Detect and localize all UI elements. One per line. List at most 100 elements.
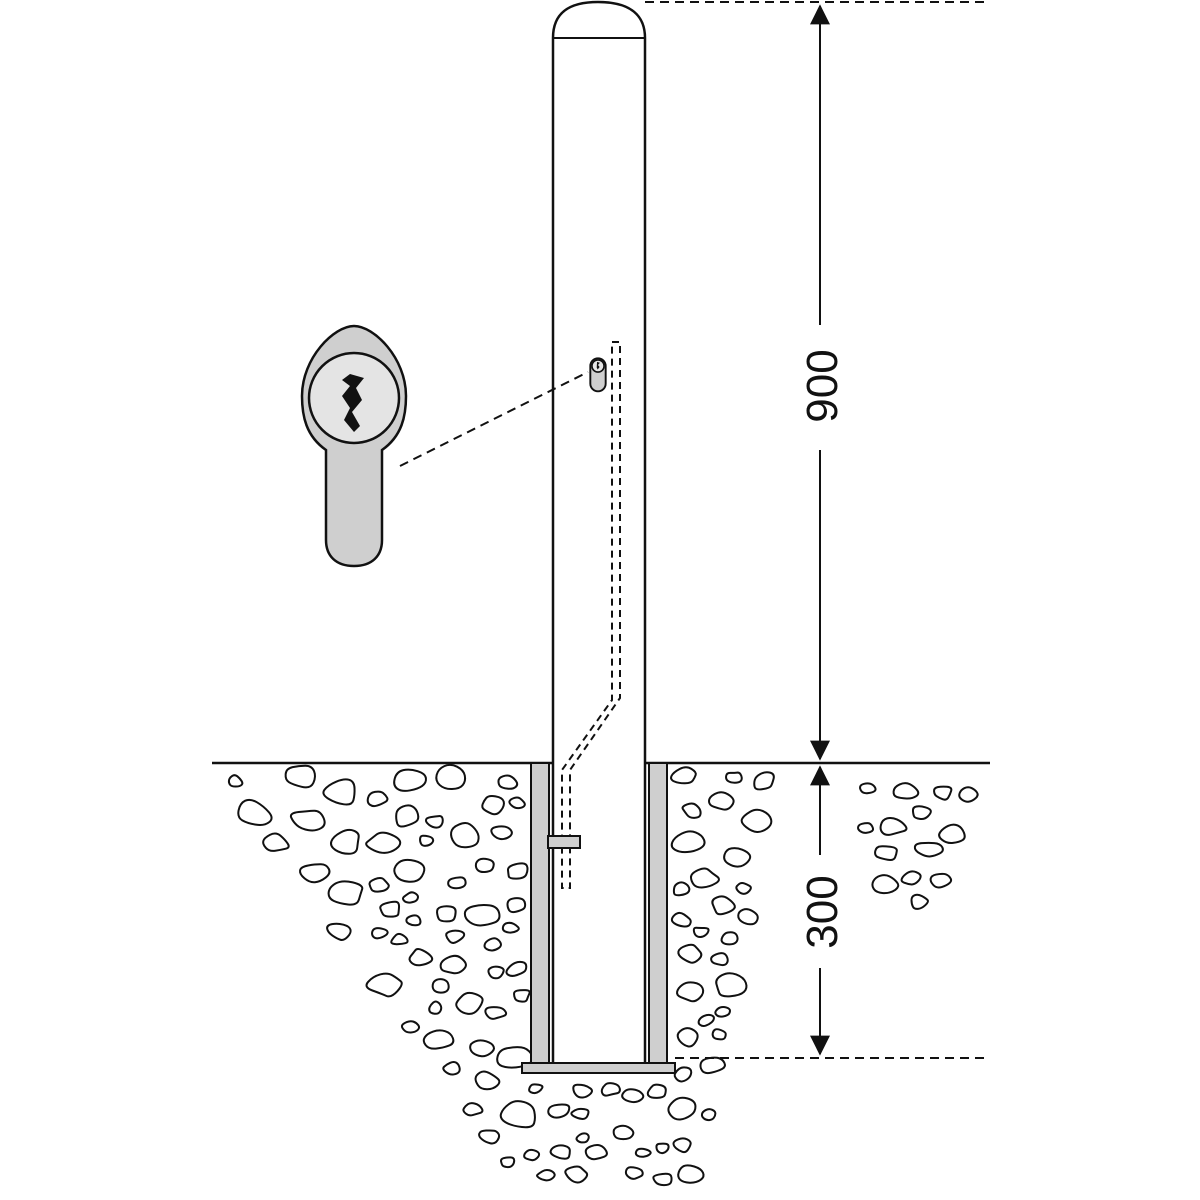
gravel-stone	[725, 771, 743, 784]
gravel-stone	[368, 876, 390, 893]
gravel-stone	[390, 932, 409, 946]
gravel-stone	[737, 908, 759, 926]
bollard-post	[551, 0, 647, 1062]
gravel-stone	[469, 1039, 495, 1058]
gravel-stone	[547, 1103, 571, 1119]
gravel-stone	[442, 1060, 461, 1076]
gravel-stone	[322, 778, 356, 806]
gravel-stone	[564, 1165, 589, 1184]
gravel-stone	[365, 972, 403, 998]
gravel-stone	[672, 1137, 692, 1154]
lock-small-icon	[589, 357, 607, 393]
gravel-stone	[462, 1102, 484, 1117]
gravel-stone	[673, 1066, 693, 1083]
gravel-stone	[670, 911, 692, 928]
gravel-stone	[523, 1148, 541, 1162]
gravel-stone	[450, 822, 480, 849]
gravel-stone	[707, 791, 735, 811]
gravel-stone	[484, 1006, 508, 1020]
gravel-stone	[910, 893, 929, 910]
gravel-stone	[677, 943, 703, 964]
gravel-stone	[474, 857, 495, 874]
gravel-stone	[400, 1020, 421, 1034]
gravel-stone	[699, 1056, 726, 1075]
gravel-stone	[490, 825, 513, 841]
gravel-stone	[422, 1029, 455, 1050]
gravel-stone	[570, 1107, 590, 1120]
gravel-stone	[505, 960, 528, 977]
gravel-stone	[720, 931, 739, 946]
gravel-stone	[735, 881, 752, 895]
gravel-stone	[634, 1147, 652, 1158]
gravel-stone	[419, 834, 435, 847]
gravel-stone	[929, 872, 953, 889]
gravel-stone	[227, 774, 244, 788]
gravel-stone	[237, 798, 273, 827]
gravel-stone	[289, 809, 326, 832]
gravel-stone	[513, 989, 531, 1003]
gravel-stone	[879, 816, 908, 836]
gravel-stone	[697, 1013, 715, 1028]
gravel-stone	[366, 790, 389, 808]
bollard-body	[551, 0, 647, 1062]
gravel-stone	[326, 922, 352, 941]
gravel-stone	[549, 1144, 571, 1160]
gravel-stone	[497, 774, 519, 790]
gravel-stone	[408, 948, 434, 967]
gravel-stone	[500, 1156, 516, 1169]
gravel-stone	[670, 766, 697, 785]
gravel-stone	[329, 828, 360, 855]
gravel-stone	[646, 1083, 667, 1099]
gravel-stone	[710, 952, 729, 967]
gravel-stone	[483, 937, 503, 952]
sleeve-wall-left	[530, 762, 550, 1064]
gravel-stone	[933, 785, 953, 801]
gravel-stone	[677, 1164, 705, 1184]
gravel-stone	[463, 903, 501, 927]
gravel-stone	[395, 804, 420, 828]
gravel-stone	[508, 796, 526, 810]
gravel-stone	[435, 763, 467, 791]
gravel-stone	[753, 771, 775, 791]
gravel-stone	[428, 1000, 443, 1015]
gravel-stone	[692, 926, 710, 939]
gravel-stone	[652, 1172, 673, 1187]
gravel-stone	[892, 782, 920, 800]
gravel-stone	[487, 965, 505, 980]
gravel-stone	[714, 1005, 731, 1018]
gravel-stone	[499, 1100, 536, 1129]
gravel-stone	[958, 786, 979, 803]
gravel-stone	[379, 900, 401, 918]
gravel-stone	[393, 768, 427, 792]
locking-rod	[561, 341, 621, 889]
key-slot-icon	[342, 374, 364, 432]
sleeve-base-plate	[521, 1062, 676, 1074]
dim-label-900: 900	[798, 349, 847, 422]
gravel-stone	[624, 1166, 644, 1180]
gravel-stone	[371, 927, 389, 940]
gravel-stone	[711, 895, 736, 916]
gravel-stone	[711, 1028, 727, 1041]
gravel-stones	[227, 763, 979, 1187]
gravel-stone	[528, 1083, 544, 1095]
gravel-stone	[672, 881, 691, 897]
gravel-stone	[501, 921, 520, 934]
gravel-stone	[621, 1088, 645, 1104]
dim-label-300: 300	[798, 875, 847, 948]
gravel-stone	[681, 802, 702, 819]
gravel-stone	[911, 805, 932, 821]
gravel-stone	[667, 1096, 697, 1121]
gravel-stone	[405, 914, 422, 927]
gravel-stone	[612, 1124, 635, 1141]
gravel-stone	[474, 1070, 501, 1091]
gravel-stone	[365, 831, 402, 854]
gravel-stone	[447, 876, 467, 890]
gravel-stone	[431, 978, 450, 994]
gravel-stone	[700, 1108, 717, 1122]
gravel-stone	[284, 764, 316, 789]
gravel-stone	[445, 929, 466, 944]
lock-leader-line	[399, 371, 589, 467]
gravel-stone	[401, 891, 420, 904]
